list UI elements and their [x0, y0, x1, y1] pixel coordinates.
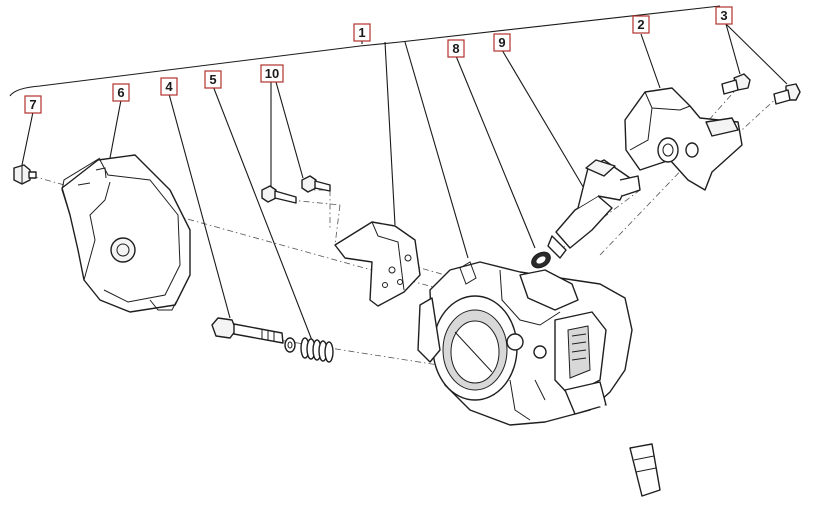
part-2-fuel-rail [624, 87, 743, 191]
callout-8: 8 [447, 39, 465, 58]
part-6-throttle-cover [61, 154, 191, 313]
sensor-cable [599, 403, 661, 497]
callout-1-label: 1 [358, 25, 365, 40]
callout-3-label: 3 [720, 8, 727, 23]
callout-7: 7 [24, 95, 42, 114]
callout-6-label: 6 [117, 85, 124, 100]
part-5-spring [284, 337, 334, 363]
callout-4: 4 [160, 77, 178, 96]
part-4-screw [211, 317, 284, 344]
callout-5-label: 5 [209, 72, 216, 87]
part-10-screws [261, 175, 331, 204]
callout-10: 10 [260, 64, 284, 83]
callout-1: 1 [353, 23, 371, 42]
part-1-bracket-plate [334, 221, 421, 307]
callout-5: 5 [204, 70, 222, 89]
callout-8-label: 8 [452, 41, 459, 56]
callout-2-label: 2 [637, 17, 644, 32]
leader-lines [21, 23, 788, 344]
callout-10-label: 10 [265, 66, 279, 81]
part-9-injector [547, 159, 641, 259]
throttle-body [417, 261, 633, 426]
callout-6: 6 [112, 83, 130, 102]
callout-4-label: 4 [165, 79, 173, 94]
part-3-bolts [721, 73, 801, 105]
callout-1-bracket [9, 5, 721, 259]
part-7-nut [13, 164, 37, 185]
callout-7-label: 7 [29, 97, 36, 112]
callout-9-label: 9 [498, 35, 505, 50]
callout-2: 2 [632, 15, 650, 34]
callout-3: 3 [715, 6, 733, 25]
part-8-oring [531, 251, 551, 269]
callout-9: 9 [493, 33, 511, 52]
